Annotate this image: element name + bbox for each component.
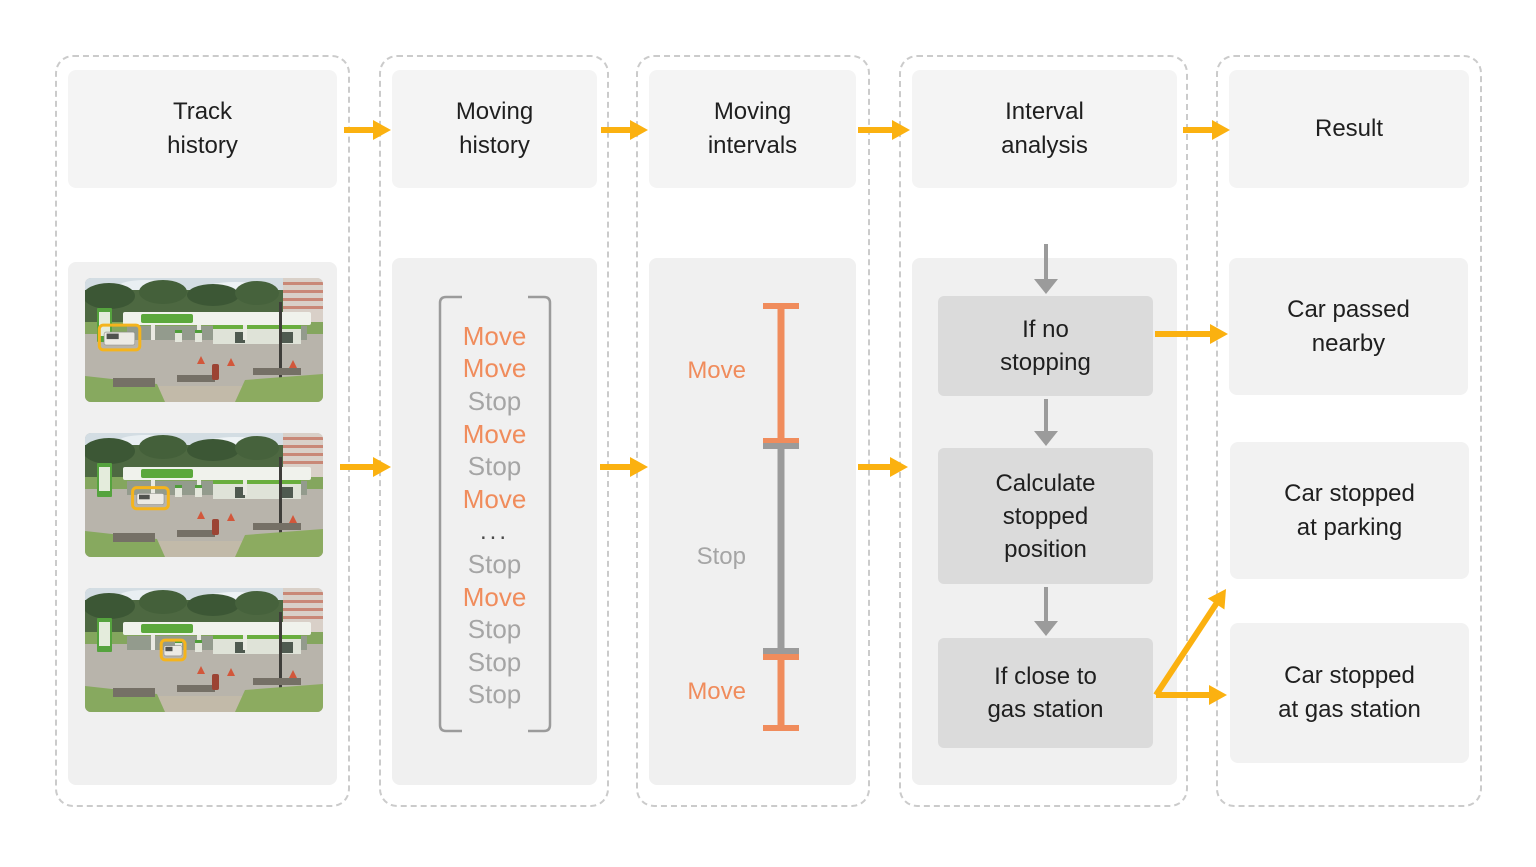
figure: [212, 519, 219, 535]
column-header-moving-history: Moving history: [392, 70, 597, 188]
canopy-logo: [141, 624, 193, 633]
traffic-cone: [289, 670, 297, 678]
moving-history-item: ...: [479, 517, 509, 545]
figure: [212, 364, 219, 380]
moving-history-item: Move: [462, 320, 527, 351]
traffic-cone: [227, 668, 235, 676]
moving-history-panel: [392, 258, 597, 785]
track-photo-frame-2: [85, 433, 323, 557]
fuel-pump: [175, 485, 182, 497]
fuel-pump: [195, 640, 202, 652]
traffic-cone: [197, 666, 205, 674]
grass-corner: [85, 686, 165, 712]
result-car-stopped-at-parking: Car stopped at parking: [1230, 442, 1469, 579]
traffic-cone: [227, 513, 235, 521]
traffic-cone: [197, 356, 205, 364]
detection-bbox: [159, 638, 187, 662]
result-car-stopped-at-gas-station: Car stopped at gas station: [1230, 623, 1469, 763]
step-if-no-stopping: If no stopping: [938, 296, 1153, 396]
track-photo-frame-1: [85, 278, 323, 402]
traffic-cone: [227, 358, 235, 366]
column-header-moving-intervals: Moving intervals: [649, 70, 856, 188]
pole: [279, 612, 282, 712]
interval-label-move-1: Move: [687, 357, 746, 384]
moving-history-item: Stop: [467, 646, 522, 677]
fuel-pump: [195, 485, 202, 497]
grass-corner: [235, 684, 323, 712]
figure: [212, 674, 219, 690]
traffic-cone: [289, 515, 297, 523]
column-header-track-history: Track history: [68, 70, 337, 188]
step-calculate-stopped-position: Calculate stopped position: [938, 448, 1153, 584]
column-header-result: Result: [1229, 70, 1469, 188]
column-header-interval-analysis: Interval analysis: [912, 70, 1177, 188]
pole: [279, 457, 282, 557]
gas-station-photo: [85, 588, 323, 712]
moving-intervals-panel: [649, 258, 856, 785]
detection-bbox: [97, 323, 142, 352]
traffic-cone: [289, 360, 297, 368]
moving-history-item: Stop: [467, 385, 522, 416]
moving-history-item: Move: [462, 581, 527, 612]
moving-history-item: Move: [462, 418, 527, 449]
gas-station-photo: [85, 278, 323, 402]
fuel-pump: [175, 330, 182, 342]
grass-corner: [235, 529, 323, 557]
moving-history-item: Stop: [467, 614, 522, 645]
fuel-pump: [195, 330, 202, 342]
result-car-passed-nearby: Car passed nearby: [1229, 258, 1468, 395]
step-if-close-to-gas-station: If close to gas station: [938, 638, 1153, 748]
grass-corner: [235, 374, 323, 402]
interval-label-stop: Stop: [696, 543, 746, 570]
pole: [279, 302, 282, 402]
canopy-logo: [141, 314, 193, 323]
moving-history-item: Move: [462, 353, 527, 384]
moving-history-item: Move: [462, 483, 527, 514]
moving-history-item: Stop: [467, 679, 522, 710]
gas-station-photo: [85, 433, 323, 557]
detection-bbox: [131, 486, 170, 511]
traffic-cone: [197, 511, 205, 519]
moving-history-item: Stop: [467, 548, 522, 579]
grass-corner: [85, 531, 165, 557]
track-photo-frame-3: [85, 588, 323, 712]
canopy-logo: [141, 469, 193, 478]
grass-corner: [85, 376, 165, 402]
interval-label-move-2: Move: [687, 678, 746, 705]
moving-history-item: Stop: [467, 451, 522, 482]
